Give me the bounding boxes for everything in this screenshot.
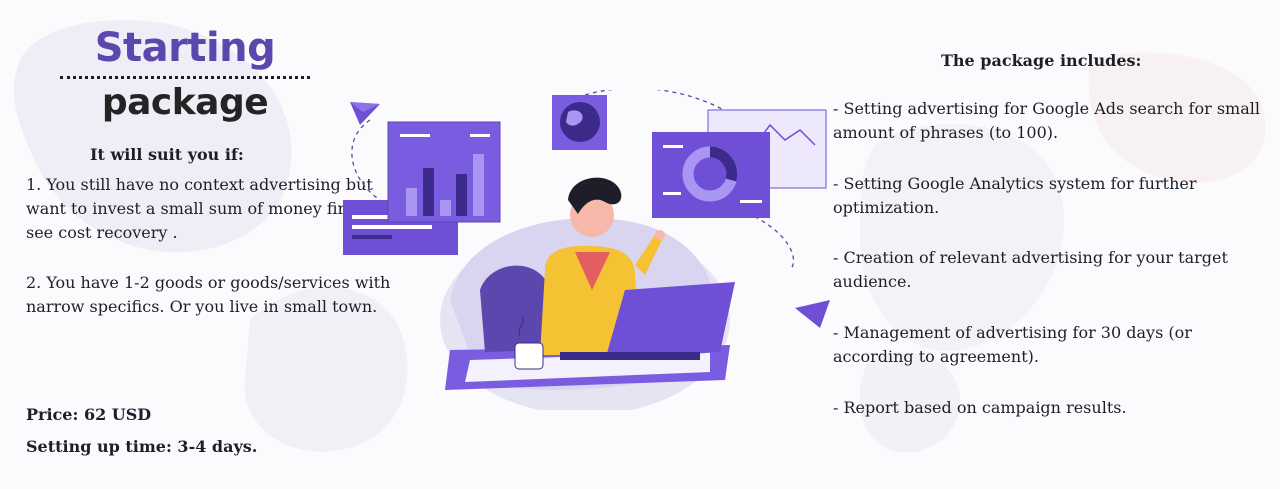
bar-chart-icon — [400, 134, 490, 216]
suit-title: It will suit you if: — [90, 145, 244, 164]
condition-item-2: 2. You have 1-2 goods or goods/services … — [26, 273, 391, 316]
includes-title: The package includes: — [941, 51, 1142, 70]
setup-time-label: Setting up time: 3-4 days. — [26, 437, 258, 456]
package-heading: Starting package — [60, 28, 310, 121]
coffee-cup-icon — [514, 315, 544, 370]
paper-plane-icon — [350, 102, 380, 125]
heading-dotted-divider — [60, 76, 310, 79]
condition-item-1: 1. You still have no context advertising… — [26, 175, 381, 242]
donut-chart-icon — [663, 145, 762, 203]
includes-item-1: - Setting advertising for Google Ads sea… — [833, 99, 1260, 142]
includes-item-3: - Creation of relevant advertising for y… — [833, 248, 1228, 291]
globe-icon — [552, 95, 607, 150]
paper-plane-icon-right — [795, 300, 830, 328]
price-label: Price: 62 USD — [26, 405, 152, 424]
heading-line1: Starting — [94, 25, 276, 71]
includes-item-2: - Setting Google Analytics system for fu… — [833, 174, 1197, 217]
marketing-illustration — [343, 90, 830, 410]
includes-item-5: - Report based on campaign results. — [833, 398, 1127, 417]
includes-item-4: - Management of advertising for 30 days … — [833, 323, 1192, 366]
heading-line2: package — [101, 82, 269, 123]
